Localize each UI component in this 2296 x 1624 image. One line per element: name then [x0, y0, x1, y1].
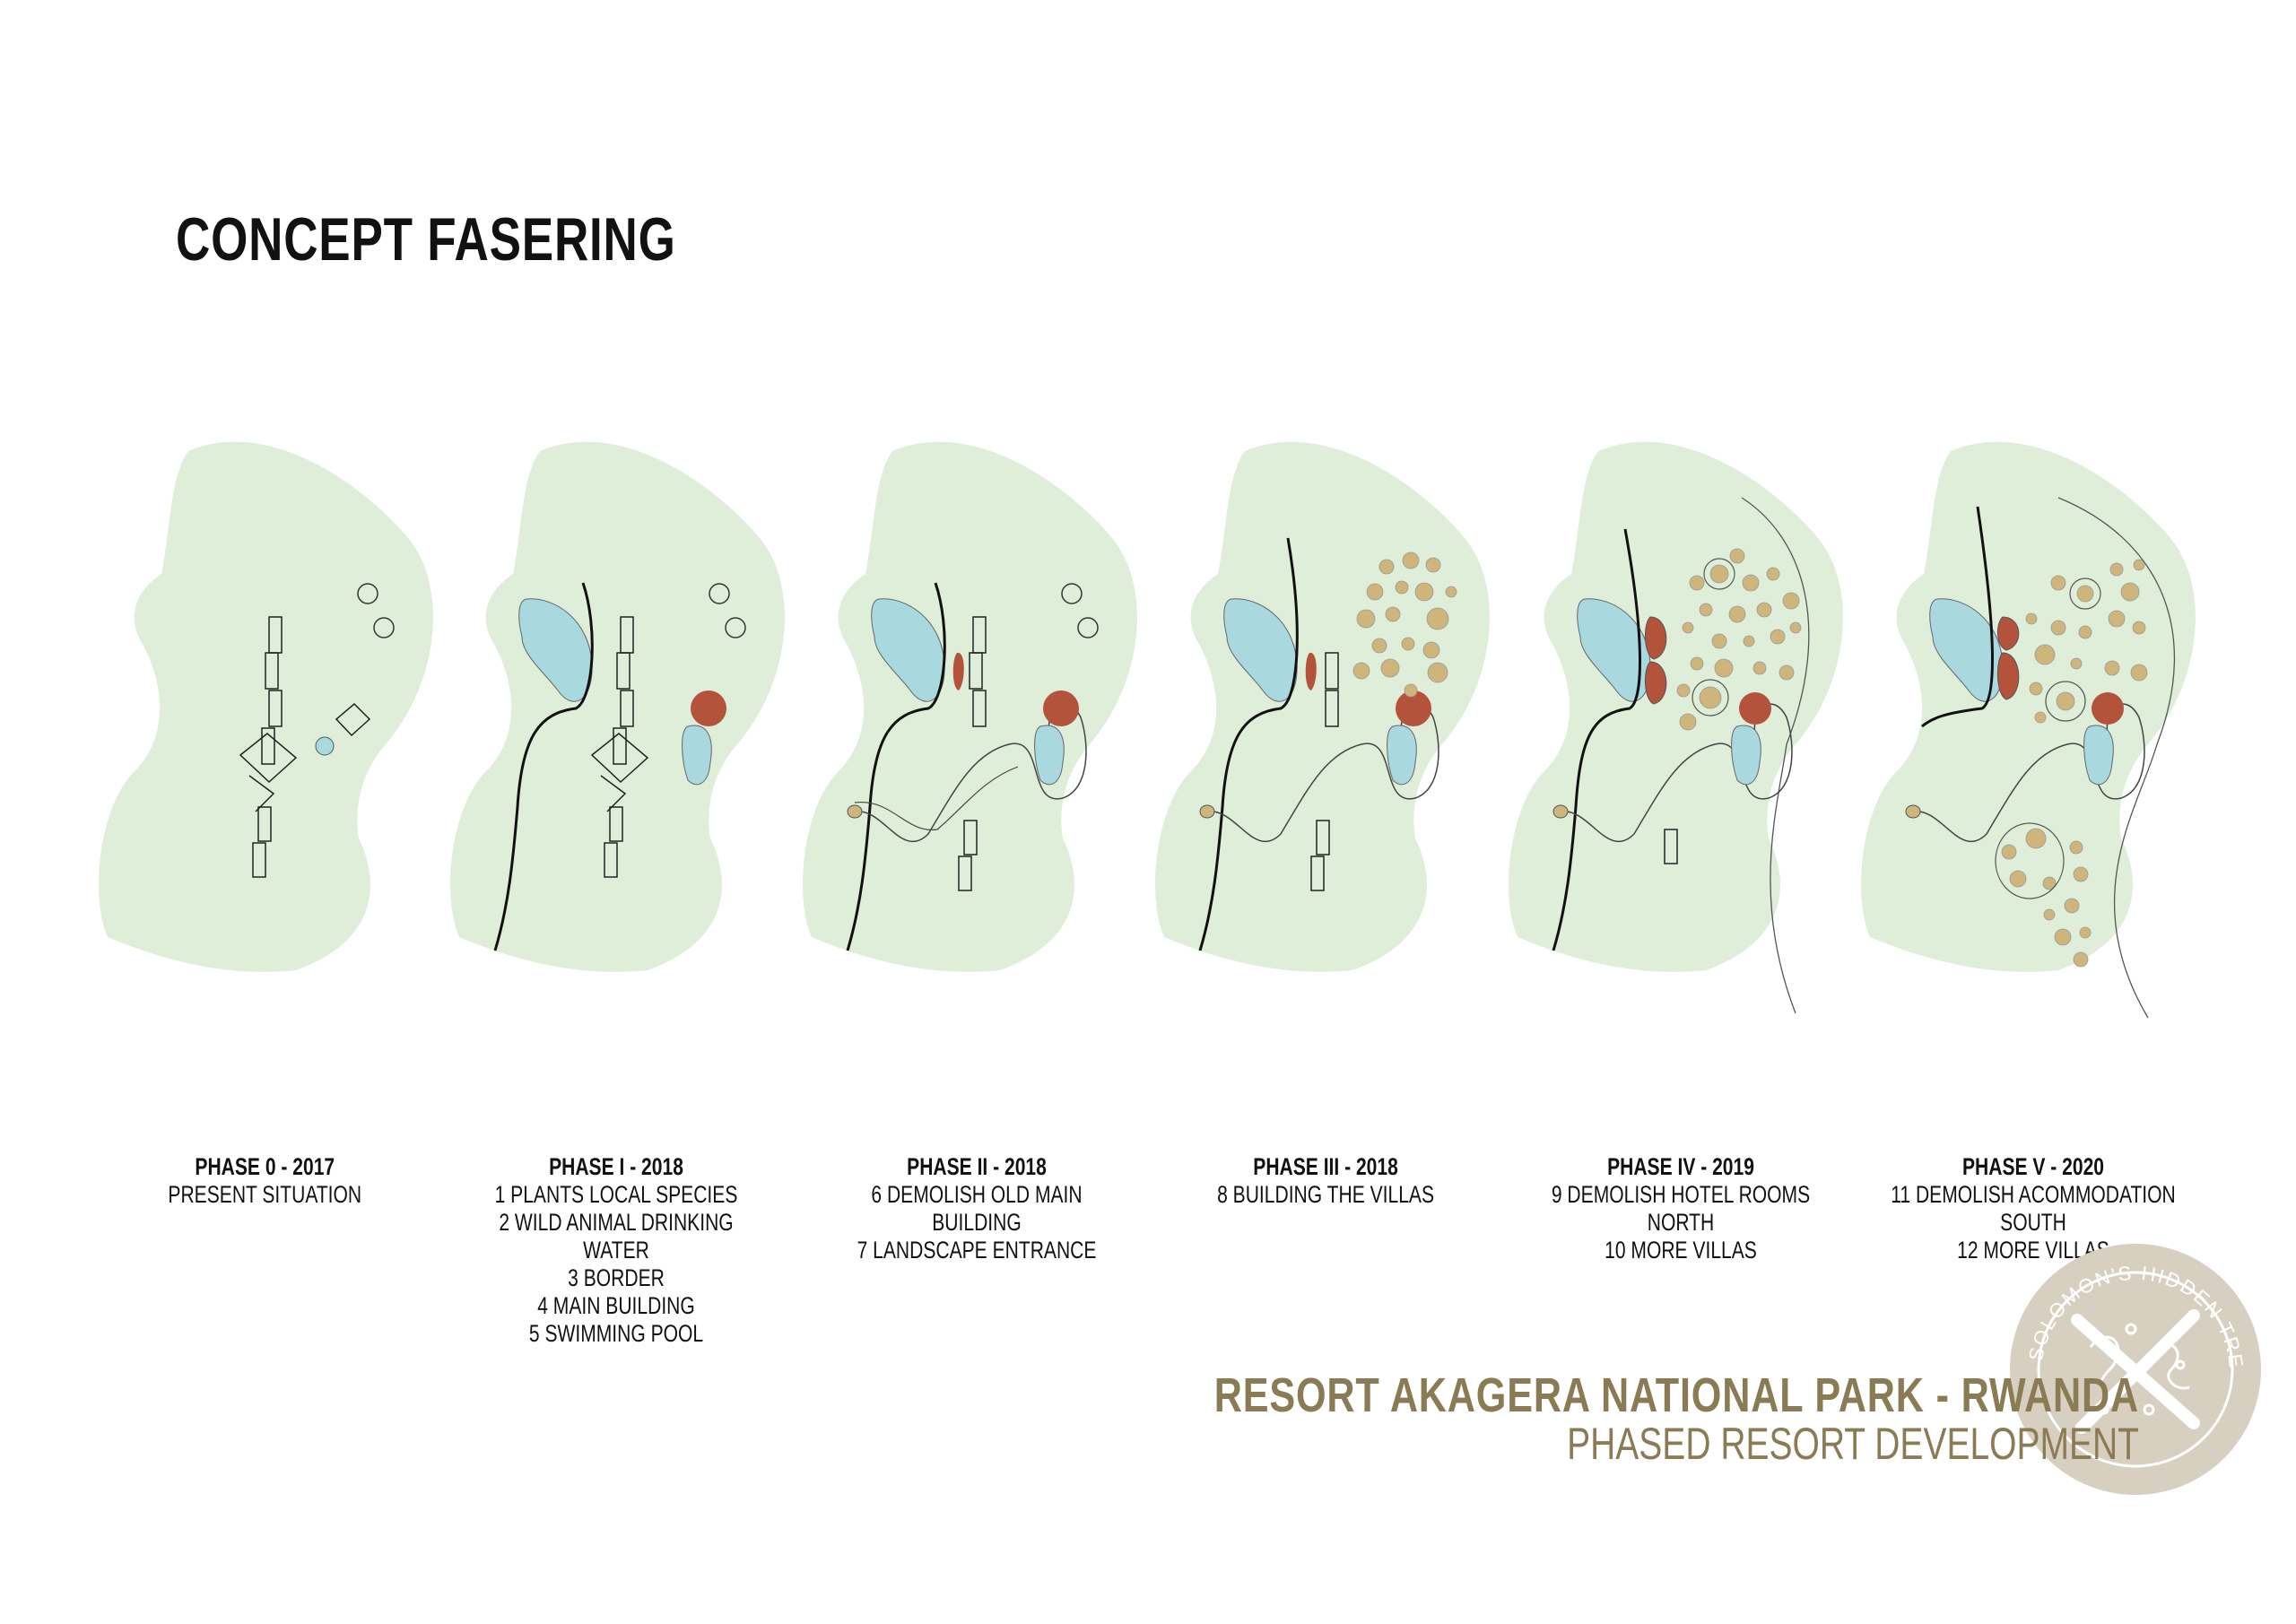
swimming-pool: [1387, 725, 1417, 786]
tank-2: [1077, 617, 1099, 638]
water-pond: [518, 598, 593, 702]
remaining-buildings: [1310, 652, 1339, 891]
phase-line: 3 BORDER: [568, 1264, 665, 1291]
main-building: [1396, 690, 1431, 726]
main-building: [1043, 690, 1079, 726]
phase-line: 11 DEMOLISH ACOMMODATION SOUTH: [1891, 1181, 2176, 1236]
tank-1: [709, 583, 730, 604]
tank-2: [373, 617, 395, 638]
phase-5-map: [1861, 441, 2196, 1019]
phase-line: 10 MORE VILLAS: [1605, 1237, 1757, 1264]
entrance-path: [854, 703, 1087, 842]
gate: [847, 804, 863, 819]
pool: [315, 736, 335, 756]
phase-line: 2 WILD ANIMAL DRINKING WATER: [499, 1209, 734, 1264]
building-1: [1997, 616, 2020, 651]
tank-1: [1061, 583, 1083, 604]
border-line: [846, 582, 946, 951]
tank-1: [357, 583, 378, 604]
land-area: [1509, 441, 1843, 972]
main-building: [1739, 692, 1771, 725]
phase-5-caption: PHASE V - 2020 11 DEMOLISH ACOMMODATION …: [1845, 1153, 2222, 1264]
building-1: [1645, 616, 1667, 660]
swimming-pool: [2083, 725, 2114, 786]
building-2: [1997, 652, 2020, 700]
seal-ring: [2037, 1271, 2234, 1468]
phase-heading: PHASE II - 2018: [907, 1153, 1047, 1180]
phase-2-map: [803, 441, 1137, 972]
villa-rings: [1692, 558, 1735, 716]
phase-2-caption: PHASE II - 2018 6 DEMOLISH OLD MAIN BUIL…: [788, 1153, 1165, 1264]
entrance-path: [1206, 703, 1439, 842]
phase-line: 9 DEMOLISH HOTEL ROOMS NORTH: [1551, 1181, 1811, 1236]
gate: [1905, 804, 1921, 819]
new-building: [952, 652, 964, 690]
phase-line: 7 LANDSCAPE ENTRANCE: [857, 1237, 1097, 1264]
project-title: RESORT AKAGERA NATIONAL PARK - RWANDA PH…: [983, 1368, 2139, 1470]
page-title: CONCEPT FASERING: [176, 205, 676, 274]
gate: [1552, 804, 1569, 819]
villas: [1352, 551, 1457, 698]
phase-line: PRESENT SITUATION: [168, 1181, 361, 1208]
villas: [1676, 548, 1802, 731]
land-area: [450, 441, 785, 972]
border-line: [1198, 537, 1299, 951]
phase-line: 4 MAIN BUILDING: [537, 1292, 695, 1319]
phase-4-map: [1509, 441, 1843, 1014]
main-building: [691, 690, 726, 726]
phase-line: 1 PLANTS LOCAL SPECIES: [494, 1181, 738, 1208]
phase-0-map: [99, 441, 433, 972]
phase-3-caption: PHASE III - 2018 8 BUILDING THE VILLAS: [1137, 1153, 1514, 1209]
phase-1-map: [450, 441, 785, 972]
land-area: [803, 441, 1137, 972]
water-pond: [1577, 598, 1651, 702]
phase-line: 6 DEMOLISH OLD MAIN BUILDING: [871, 1181, 1083, 1236]
gate: [1199, 804, 1215, 819]
project-subtitle: PHASED RESORT DEVELOPMENT: [1567, 1419, 2139, 1469]
phase-line: 5 SWIMMING POOL: [528, 1320, 704, 1347]
remaining-building: [1664, 829, 1678, 864]
outer-border: [1741, 497, 1810, 1014]
outer-border: [2057, 497, 2176, 1019]
villas: [2001, 559, 2148, 968]
border-line: [1552, 528, 1641, 951]
swimming-pool: [1034, 725, 1065, 786]
phase-1-caption: PHASE I - 2018 1 PLANTS LOCAL SPECIES 2 …: [428, 1153, 804, 1348]
existing-buildings: [590, 616, 649, 878]
phase-0-caption: PHASE 0 - 2017 PRESENT SITUATION: [76, 1153, 453, 1209]
logo-seal: SOLOMON'S HIDDEN TREASURES: [2005, 1239, 2261, 1495]
main-building: [2092, 692, 2124, 725]
border-line: [1921, 506, 1994, 728]
seal-pattern: [2089, 1323, 2190, 1416]
building-2: [1645, 661, 1667, 705]
land-area: [99, 441, 433, 972]
existing-buildings: [239, 616, 371, 878]
swimming-pool: [682, 725, 712, 786]
water-pond: [871, 598, 945, 702]
water-pond: [1929, 598, 2004, 702]
water-pond: [1223, 598, 1298, 702]
phase-line: 8 BUILDING THE VILLAS: [1217, 1181, 1434, 1208]
phase-4-caption: PHASE IV - 2019 9 DEMOLISH HOTEL ROOMS N…: [1492, 1153, 1869, 1264]
land-area: [1861, 441, 2196, 972]
phase-heading: PHASE III - 2018: [1253, 1153, 1398, 1180]
new-building: [1305, 652, 1317, 690]
phase-heading: PHASE I - 2018: [549, 1153, 683, 1180]
phase-heading: PHASE V - 2020: [1961, 1153, 2105, 1180]
swimming-pool: [1731, 725, 1761, 786]
phase-heading: PHASE 0 - 2017: [195, 1153, 335, 1180]
project-name: RESORT AKAGERA NATIONAL PARK - RWANDA: [1213, 1368, 2139, 1422]
phase-heading: PHASE IV - 2019: [1607, 1153, 1754, 1180]
phase-3-map: [1155, 441, 1490, 972]
land-area: [1155, 441, 1490, 972]
tank-2: [725, 617, 746, 638]
remaining-buildings: [958, 616, 987, 891]
villa-rings: [1995, 578, 2101, 899]
border-line: [493, 582, 594, 951]
